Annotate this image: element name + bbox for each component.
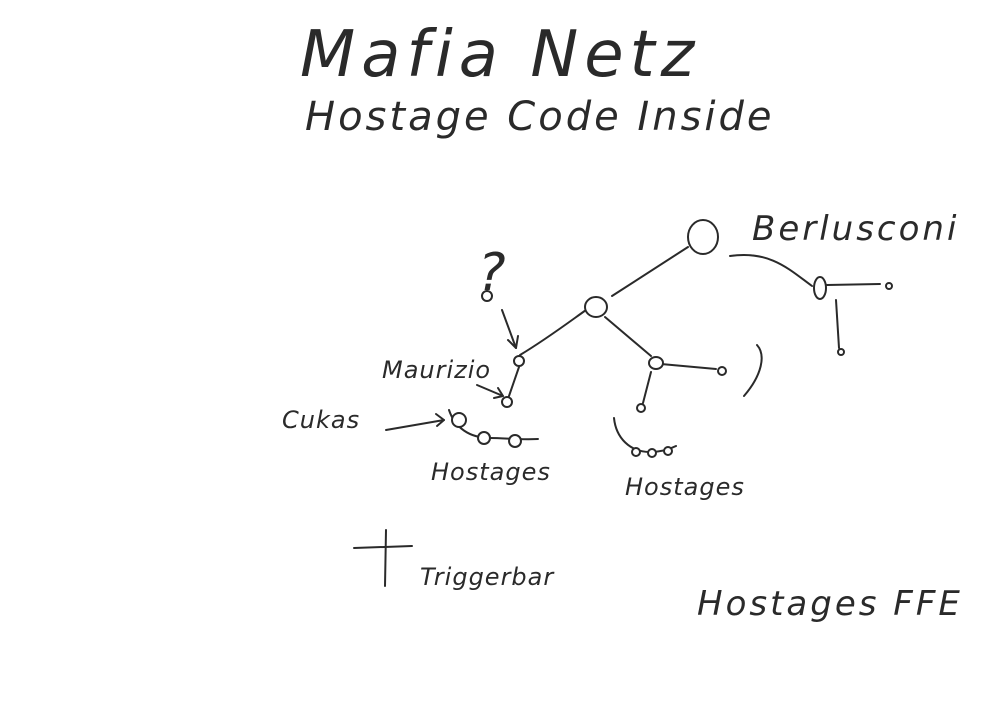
- edge-center-left: [519, 309, 587, 356]
- arrow-question-head: [507, 335, 519, 349]
- edge-mid-down: [642, 371, 652, 404]
- label-berlusconi: Berlusconi: [752, 209, 959, 249]
- network-nodes: [451, 219, 893, 458]
- edge-left-down: [508, 366, 520, 397]
- node-mid-right: [717, 366, 727, 376]
- node-mid-down: [636, 403, 646, 413]
- node-hostage-3: [508, 434, 522, 448]
- page-title: Mafia Netz: [300, 18, 700, 92]
- label-hostages-mid: Hostages: [625, 473, 745, 501]
- label-hostages-ffe: Hostages FFE: [697, 584, 963, 624]
- edge-right-right: [826, 283, 881, 286]
- edge-right-down: [835, 299, 840, 349]
- label-hostages-left: Hostages: [431, 458, 551, 486]
- label-triggerbar: Triggerbar: [420, 563, 555, 591]
- arrow-cukas-head: [435, 413, 445, 427]
- edge-root-center: [611, 246, 689, 297]
- node-right-down: [837, 348, 845, 356]
- node-cukas-child: [501, 396, 513, 408]
- node-hostage-2: [477, 431, 491, 445]
- node-hostage-5: [647, 448, 657, 458]
- node-right-right: [885, 282, 893, 290]
- arrow-maurizio-head: [493, 387, 504, 399]
- edge-open-bracket: [743, 344, 763, 397]
- node-berlusconi-child: [813, 276, 827, 300]
- node-root: [687, 219, 719, 255]
- node-question-dot: [481, 290, 493, 302]
- edge-root-right: [729, 253, 813, 287]
- label-maurizio: Maurizio: [382, 356, 491, 384]
- node-maurizio: [513, 355, 525, 367]
- node-hostage-6: [663, 446, 673, 456]
- node-hostage-1: [451, 412, 467, 428]
- edge-center-mid: [604, 316, 652, 357]
- label-cukas: Cukas: [282, 406, 360, 434]
- arrow-maurizio: [476, 384, 504, 397]
- network-edges: [448, 246, 881, 453]
- page-subtitle: Hostage Code Inside: [305, 94, 775, 140]
- edge-mid-right: [660, 363, 717, 370]
- triggerbar-mark: [353, 529, 413, 587]
- annotation-arrows: [385, 309, 519, 431]
- arrow-question: [501, 309, 517, 349]
- question-mark-label: ?: [478, 243, 506, 303]
- node-center: [584, 296, 608, 318]
- node-hostage-4: [631, 447, 641, 457]
- arrow-cukas: [385, 419, 445, 431]
- node-mid: [648, 356, 664, 370]
